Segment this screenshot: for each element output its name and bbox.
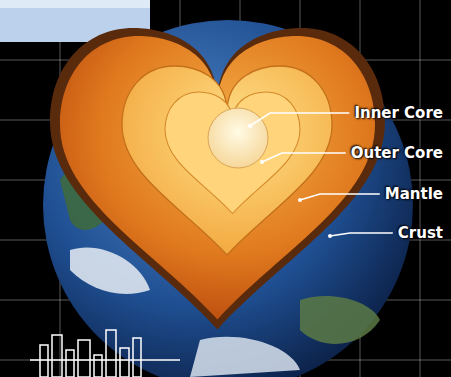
layer-label: Mantle [385,185,443,203]
leader-dot [298,198,302,202]
leader-dot [260,160,264,164]
leader-line [262,153,346,162]
layer-label: Inner Core [354,104,443,122]
layer-label: Crust [398,224,443,242]
leader-line [330,233,393,236]
leader-line [300,194,380,200]
leader-line [250,113,349,126]
leader-dot [328,234,332,238]
layer-label: Outer Core [351,144,443,162]
leader-dot [248,124,252,128]
